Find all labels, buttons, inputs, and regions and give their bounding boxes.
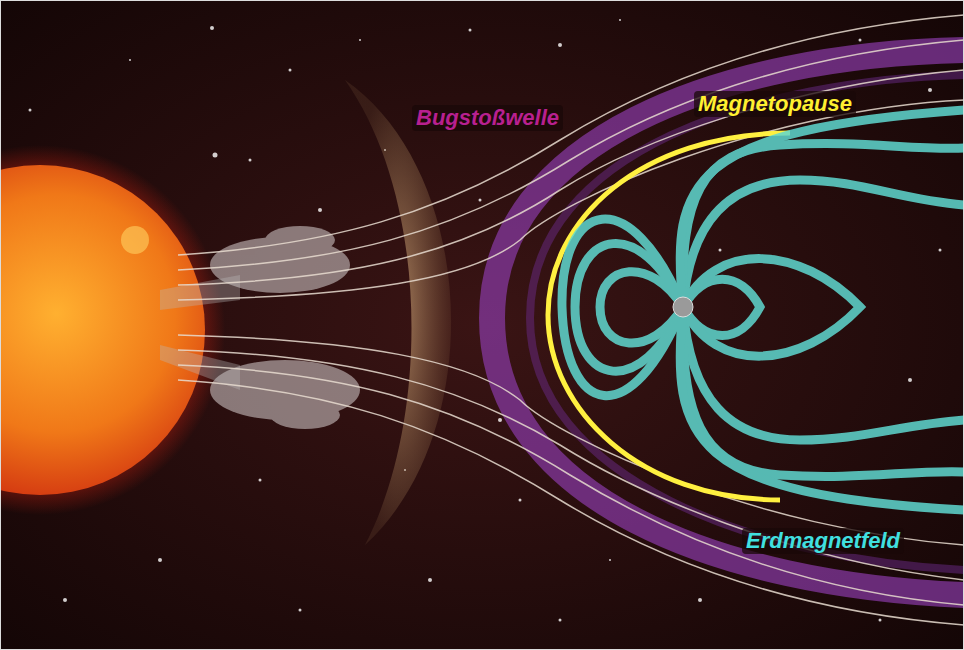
magnetic-field-label: Erdmagnetfeld <box>742 528 904 554</box>
bow-shock-label: Bugstoßwelle <box>412 105 563 131</box>
magnetopause-label: Magnetopause <box>694 91 856 117</box>
